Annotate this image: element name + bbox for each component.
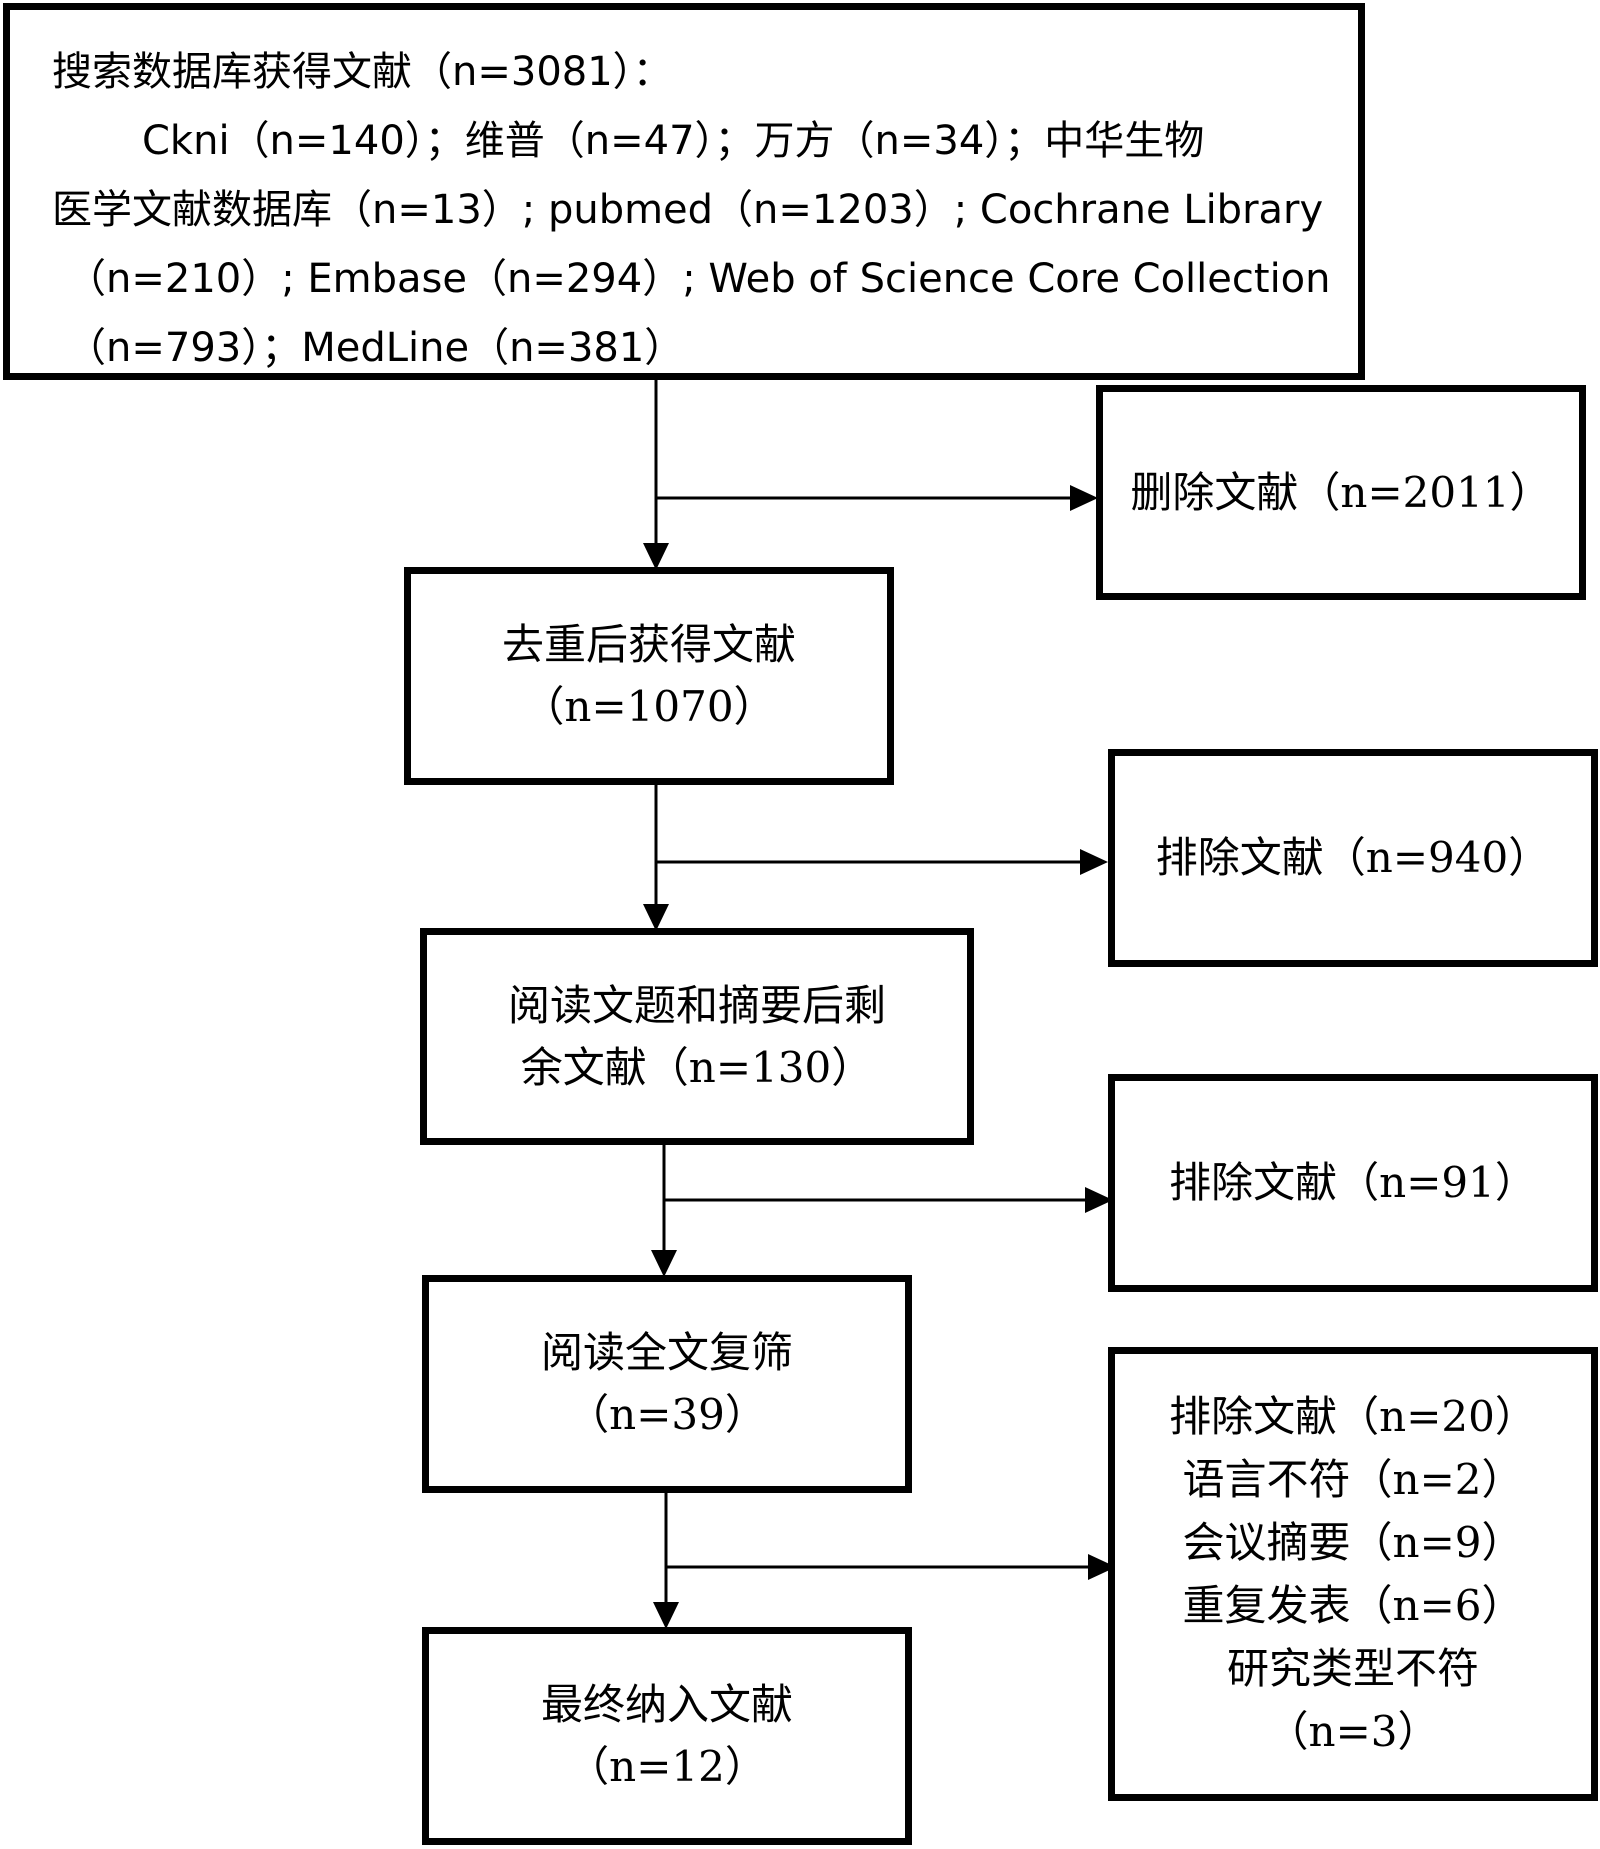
- excluded-study-type-count: （n=3）: [1266, 1707, 1440, 1756]
- arrowhead-down-3: [651, 1250, 677, 1277]
- excluded-20-total: 排除文献（n=20）: [1169, 1392, 1537, 1441]
- final-line-2: （n=12）: [567, 1742, 767, 1791]
- title-abstract-line-2: 余文献（n=130）: [520, 1042, 874, 1092]
- arrowhead-right-2: [1080, 849, 1108, 875]
- deleted-records-label: 删除文献（n=2011）: [1130, 467, 1552, 517]
- excluded-20-box: 排除文献（n=20） 语言不符（n=2） 会议摘要（n=9） 重复发表（n=6）…: [1108, 1347, 1598, 1801]
- excluded-language: 语言不符（n=2）: [1182, 1455, 1524, 1504]
- arrowhead-right-4: [1088, 1554, 1116, 1580]
- title-abstract-line-1: 阅读文题和摘要后剩: [507, 980, 886, 1030]
- search-line-5: （n=793）；MedLine（n=381）: [66, 325, 685, 371]
- final-line-1: 最终纳入文献: [540, 1680, 793, 1729]
- fulltext-screening-box: 阅读全文复筛 （n=39）: [422, 1275, 912, 1493]
- search-line-2: Ckni（n=140）；维普（n=47）；万方（n=34）；中华生物: [142, 118, 1205, 164]
- final-included-box: 最终纳入文献 （n=12）: [422, 1627, 912, 1845]
- deduplicated-records-box: 去重后获得文献 （n=1070）: [404, 567, 894, 785]
- arrowhead-down-2: [643, 904, 669, 931]
- arrowhead-down-4: [653, 1602, 679, 1629]
- excluded-91-box: 排除文献（n=91）: [1108, 1074, 1598, 1292]
- search-line-1: 搜索数据库获得文献（n=3081）：: [52, 49, 673, 95]
- search-results-box: 搜索数据库获得文献（n=3081）： Ckni（n=140）；维普（n=47）；…: [3, 3, 1365, 380]
- search-line-4: （n=210）; Embase（n=294）; Web of Science C…: [66, 256, 1331, 302]
- excluded-940-box: 排除文献（n=940）: [1108, 749, 1598, 967]
- arrowhead-right-3: [1085, 1187, 1113, 1213]
- excluded-study-type-label: 研究类型不符: [1226, 1644, 1479, 1693]
- search-line-3: 医学文献数据库（n=13）; pubmed（n=1203）; Cochrane …: [52, 187, 1324, 233]
- dedup-line-2: （n=1070）: [522, 682, 776, 731]
- excluded-duplicate-publication: 重复发表（n=6）: [1182, 1581, 1524, 1630]
- deleted-records-box: 删除文献（n=2011）: [1096, 385, 1586, 600]
- fulltext-line-1: 阅读全文复筛: [540, 1328, 793, 1377]
- arrowhead-right-1: [1070, 485, 1098, 511]
- dedup-line-1: 去重后获得文献: [501, 620, 796, 669]
- excluded-conference-abstract: 会议摘要（n=9）: [1182, 1518, 1524, 1567]
- arrowhead-down-1: [643, 543, 669, 570]
- title-abstract-screening-box: 阅读文题和摘要后剩 余文献（n=130）: [420, 928, 974, 1145]
- excluded-91-label: 排除文献（n=91）: [1169, 1158, 1537, 1207]
- excluded-940-label: 排除文献（n=940）: [1155, 833, 1551, 882]
- fulltext-line-2: （n=39）: [567, 1390, 767, 1439]
